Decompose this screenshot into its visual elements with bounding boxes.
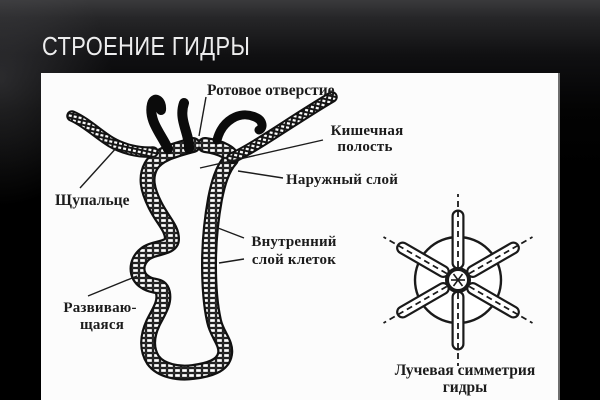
label-budding-line2: щаяся [80,317,124,333]
leader-cavity [199,139,324,169]
radial-caption-line1: Лучевая симметрия [395,362,535,379]
slide-title: СТРОЕНИЕ ГИДРЫ [42,31,251,61]
label-cavity-line2: полость [337,139,392,155]
leader-budding [87,275,138,297]
label-inner-layer-line2: слой клеток [252,252,336,268]
hydra-tentacle-right [226,91,338,164]
leader-inner-layer-1 [217,227,245,239]
hydra-dark-tentacles [146,94,267,154]
hydra-tentacle-left [66,110,159,158]
label-tentacle: Щупальце [55,192,130,209]
label-cavity-line1: Кишечная [331,123,404,139]
radial-symmetry-axes [383,194,533,366]
hydra-figure: Ротовое отверстие Кишечная полость Наруж… [55,82,535,396]
label-outer-layer: Наружный слой [286,172,398,188]
leader-outer-layer [237,170,284,179]
leader-tentacle [79,145,119,189]
leader-mouth [198,96,207,137]
radial-mouth-star [451,273,465,287]
diagram-panel: Ротовое отверстие Кишечная полость Наруж… [41,73,560,400]
label-mouth: Ротовое отверстие [207,82,335,99]
diagram-labels: Ротовое отверстие Кишечная полость Наруж… [55,82,535,396]
hydra-body-wall [129,137,240,381]
label-budding-line1: Развиваю- [63,300,136,316]
radial-caption-line2: гидры [443,379,488,396]
leader-inner-layer-2 [218,258,245,264]
label-inner-layer-line1: Внутренний [251,234,336,250]
hydra-illustration [66,91,338,381]
leader-lines [79,96,324,297]
radial-symmetry-illustration [383,194,533,366]
